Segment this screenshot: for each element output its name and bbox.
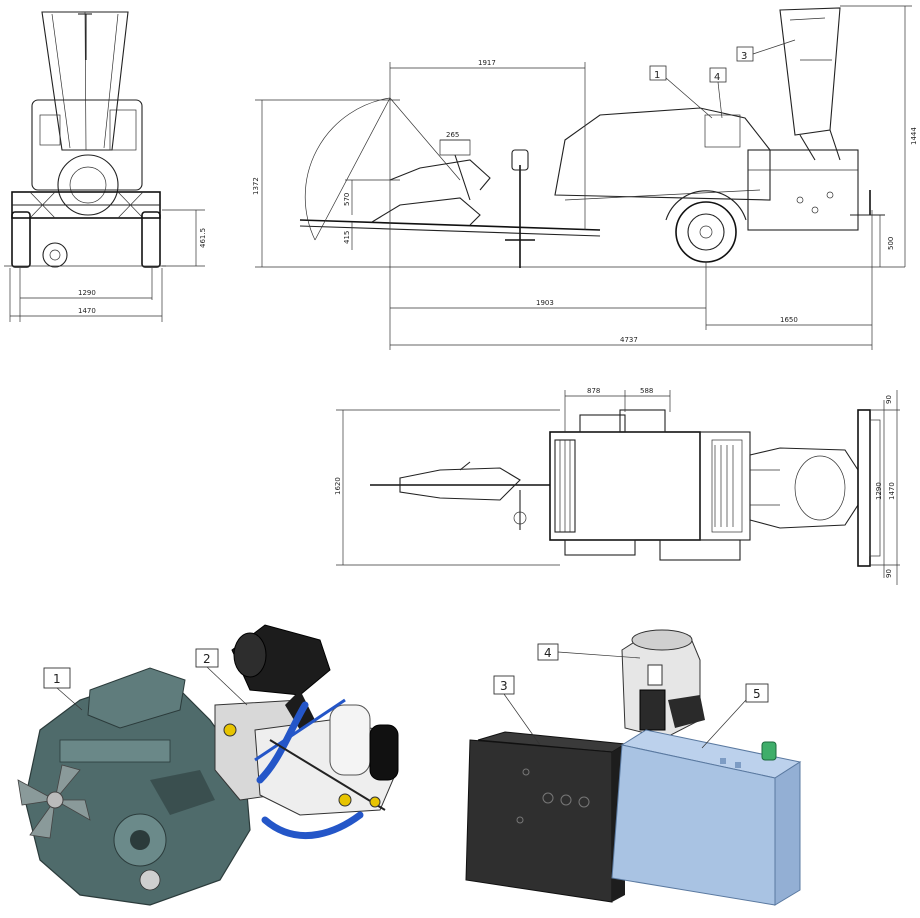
side-callout-4-label: 4 [714, 72, 720, 83]
tank-callout-4-label: 4 [544, 646, 552, 660]
side-dim-top-span: 1917 [478, 59, 496, 67]
engine-callout-1-label: 1 [53, 672, 61, 686]
tank-callout-5 [701, 683, 769, 749]
top-dim-right-bottom: 90 [885, 569, 893, 578]
tank-callout-5-label: 5 [753, 687, 761, 701]
side-dim-total-length: 4737 [620, 336, 638, 344]
side-dim-left-upper: 570 [343, 193, 351, 206]
engine-assembly [17, 624, 399, 906]
tank-callout-3 [493, 675, 541, 746]
side-dim-right-small: 500 [887, 237, 895, 250]
side-callout-3-label: 3 [741, 51, 747, 62]
side-dim-left-lower: 415 [343, 231, 351, 244]
side-dim-rear-overhang: 1650 [780, 316, 798, 324]
top-dim-a: 878 [587, 387, 600, 395]
side-dim-right-height: 1444 [910, 127, 918, 145]
engine-callout-1 [43, 667, 83, 711]
top-view [336, 390, 900, 585]
top-dim-right-top: 90 [885, 395, 893, 404]
side-dim-wheelbase: 1903 [536, 299, 554, 307]
side-callout-1-label: 1 [654, 70, 660, 81]
top-dim-left-height: 1620 [334, 477, 342, 495]
engine-callout-2 [195, 648, 248, 706]
engine-callout-2-label: 2 [203, 652, 211, 666]
tank-assembly [465, 629, 802, 906]
side-callout-4 [709, 67, 727, 119]
side-view [255, 5, 912, 350]
tank-callout-3-label: 3 [500, 679, 508, 693]
side-dim-top-small: 265 [446, 131, 459, 139]
front-dim-outer: 1470 [78, 307, 96, 315]
front-dim-inner: 1290 [78, 289, 96, 297]
side-dim-left-height: 1372 [252, 177, 260, 195]
front-dim-hitch-height: 461.5 [199, 228, 207, 248]
side-callout-1 [649, 65, 713, 119]
side-callout-3 [736, 39, 796, 62]
tank-callout-4 [537, 643, 641, 661]
top-dim-b: 588 [640, 387, 653, 395]
top-dim-right-outer: 1470 [888, 482, 896, 500]
top-dim-right-inner: 1290 [875, 482, 883, 500]
front-view [4, 11, 205, 322]
